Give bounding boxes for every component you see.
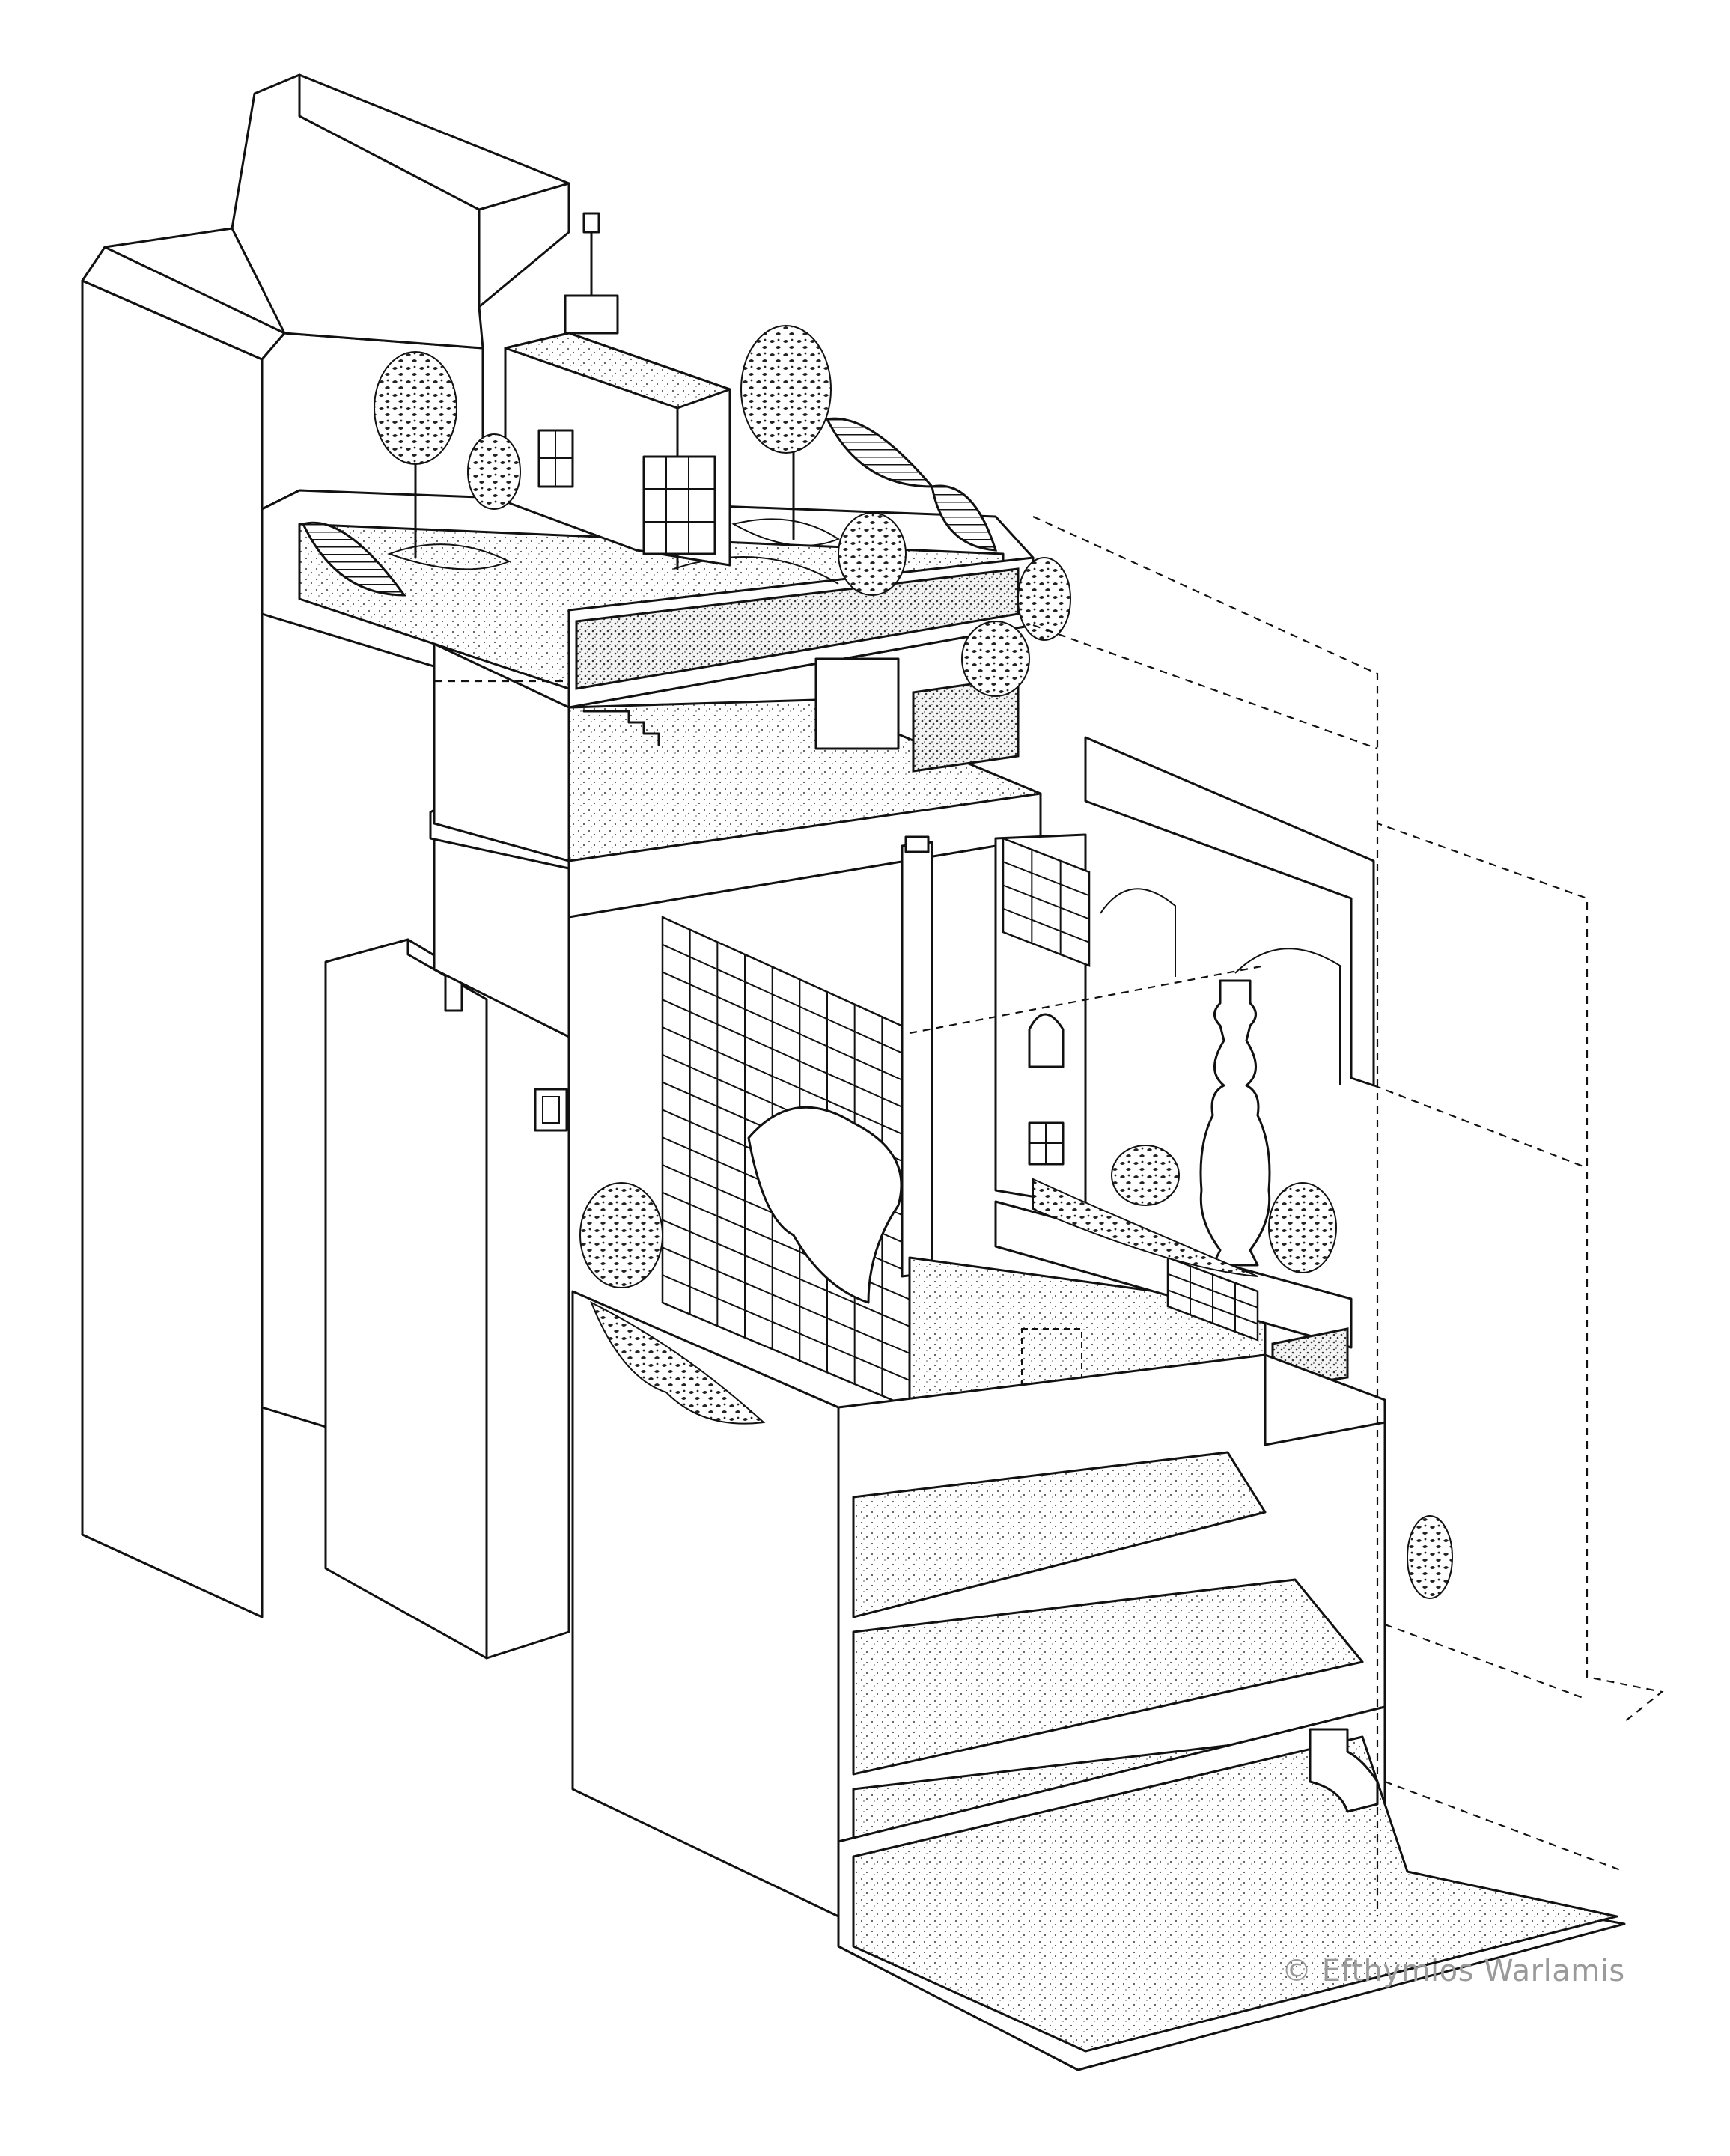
grid-transom	[662, 1274, 910, 1381]
grid-transom	[1002, 907, 1090, 943]
courtyard-ground-plants	[590, 1300, 766, 1425]
central-post	[901, 835, 933, 1278]
upper-planter-plant	[961, 621, 1030, 697]
upper-room	[433, 642, 1042, 919]
copyright-credit: © Efthymios Warlamis	[1282, 1954, 1625, 1988]
courtyard-shrub-left	[579, 1182, 663, 1288]
grid-transom	[1167, 1273, 1258, 1309]
square-window	[1028, 1121, 1065, 1166]
grid-screen-right	[1002, 837, 1091, 967]
arched-niche	[1028, 1013, 1065, 1068]
grid-transom	[662, 1246, 910, 1354]
floor-slab-1	[852, 1451, 1267, 1618]
roof-edge-plant	[1017, 557, 1071, 641]
roof-shrub-left	[467, 433, 521, 510]
grid-transom	[1002, 884, 1090, 920]
planter-dome-right-b	[931, 484, 998, 552]
plants	[374, 325, 1453, 1599]
screen-opening	[747, 1106, 903, 1304]
interior-stair	[582, 710, 660, 746]
grid-screen-left	[661, 916, 911, 1409]
courtyard-back-wall	[994, 736, 1375, 1267]
ground-floor	[837, 1705, 1626, 2071]
roof-shrub-right	[838, 512, 907, 596]
arch-right	[1234, 948, 1341, 1085]
baluster-column	[1199, 979, 1271, 1267]
floor-slab-2	[852, 1578, 1364, 1776]
courtyard-planter-bed	[1032, 1178, 1258, 1277]
roof-tree-left	[374, 351, 457, 559]
courtyard-planter-plant	[1111, 1145, 1180, 1206]
grid-transom	[662, 999, 910, 1112]
planter-dome-right-a	[825, 417, 935, 488]
arch-left	[1100, 888, 1176, 977]
freestanding-wall-panel	[324, 912, 570, 1660]
grid-transom	[662, 1219, 910, 1327]
ground-corbel	[1309, 1728, 1379, 1813]
planter-dome-left	[301, 521, 406, 597]
kiosk-french-window	[642, 455, 716, 555]
roof-tree-mid	[740, 325, 832, 540]
projection-lines	[434, 515, 1664, 1916]
courtyard-shrub-right	[1268, 1182, 1337, 1273]
roof-kiosk	[504, 212, 731, 570]
grid-transom	[1167, 1289, 1258, 1325]
grid-transom	[662, 971, 910, 1085]
stepped-roof-parapet	[231, 73, 570, 350]
side-planter-plant	[1407, 1515, 1453, 1599]
grid-transom	[662, 943, 910, 1057]
grid-transom	[662, 1026, 910, 1139]
kiosk-small-window	[537, 429, 574, 488]
grid-transom	[1002, 861, 1090, 897]
lower-floors	[837, 1353, 1386, 1843]
